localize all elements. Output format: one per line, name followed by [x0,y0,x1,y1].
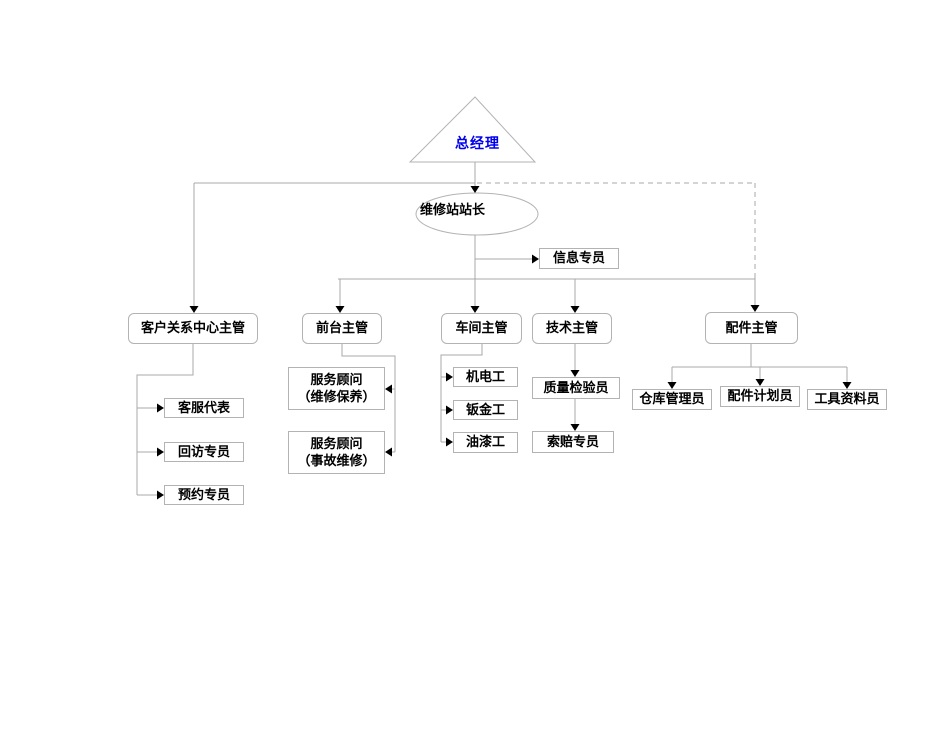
arrowhead-workshop [470,306,480,313]
node-parts-planner: 配件计划员 [720,386,800,407]
node-parts-supervisor: 配件主管 [705,312,798,344]
edge-frontdesk-children-spine [341,344,396,452]
node-service-advisor-maintenance: 服务顾问 （维修保养） [288,367,385,410]
arrowhead-claims [570,424,580,431]
node-callback-specialist: 回访专员 [164,442,244,462]
node-frontdesk-supervisor: 前台主管 [302,313,382,344]
service-advisor-accident-line1: 服务顾问 [310,436,363,452]
node-warehouse-keeper: 仓库管理员 [632,389,712,410]
arrowhead-info [532,254,539,264]
arrowhead-crm [189,306,199,313]
arrowhead-parts [750,305,760,312]
arrowhead-callback [157,447,164,457]
node-info-specialist: 信息专员 [539,248,619,269]
node-workshop-supervisor: 车间主管 [441,313,522,344]
arrowhead-painter [446,437,453,447]
arrowhead-appointment [157,490,164,500]
node-tool-data-clerk: 工具资料员 [807,389,887,410]
node-mechanic-electrician: 机电工 [453,367,518,387]
station-master-ellipse-shape [415,192,539,236]
node-appointment-specialist: 预约专员 [164,485,244,505]
node-service-advisor-accident: 服务顾问 （事故维修） [288,431,385,474]
arrowhead-panel-beater [446,405,453,415]
ceo-triangle-shape [408,96,537,163]
edge-workshop-children-spine [440,344,483,442]
node-tech-supervisor: 技术主管 [532,313,612,344]
arrowhead-tools [842,382,852,389]
node-quality-inspector: 质量检验员 [532,377,620,399]
arrowhead-mechanic [446,372,453,382]
service-advisor-accident-line2: （事故维修） [297,452,376,468]
edge-crm-children-spine [136,344,194,495]
node-painter: 油漆工 [453,432,518,453]
node-crm-supervisor: 客户关系中心主管 [128,313,258,344]
service-advisor-maintenance-line1: 服务顾问 [310,372,363,388]
node-ceo: 总经理 [455,135,500,151]
node-customer-service-rep: 客服代表 [164,398,244,418]
arrowhead-advisor-maintenance [385,384,392,394]
service-advisor-maintenance-line2: （维修保养） [297,388,376,404]
node-panel-beater: 钣金工 [453,400,518,420]
node-station-master: 维修站站长 [420,202,486,217]
arrowhead-warehouse [667,382,677,389]
arrowhead-tech [570,306,580,313]
arrowhead-station [470,186,480,193]
arrowhead-frontdesk [335,306,345,313]
arrowhead-advisor-accident [385,447,392,457]
arrowhead-service-rep [157,403,164,413]
arrowhead-planner [755,379,765,386]
node-claims-specialist: 索赔专员 [532,431,614,453]
arrowhead-quality [570,370,580,377]
